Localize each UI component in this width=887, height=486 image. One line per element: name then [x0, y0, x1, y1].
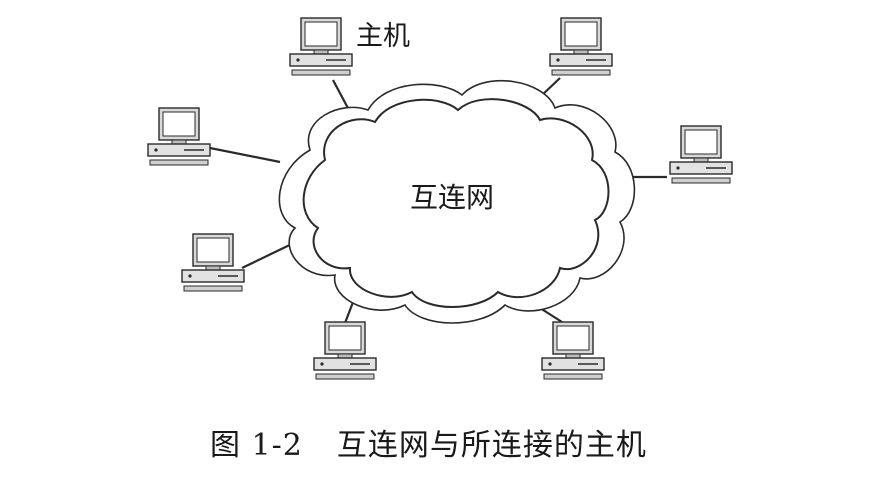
figure-number: 图 1-2: [210, 428, 303, 463]
host-computer: [549, 17, 613, 76]
host-computer: [147, 107, 211, 166]
host-computer: [181, 233, 245, 292]
figure-caption-text: 互连网与所连接的主机: [336, 428, 647, 463]
host-computer: [669, 125, 733, 184]
computer-icon: [541, 321, 605, 380]
computer-icon: [147, 107, 211, 166]
host-computer: [541, 321, 605, 380]
cloud-main-outline: [302, 98, 610, 308]
host-computer: [289, 17, 353, 76]
computer-icon: [289, 17, 353, 76]
figure-caption: 图 1-2 互连网与所连接的主机: [210, 420, 647, 464]
link-top-left-host: [332, 79, 351, 113]
host-label: 主机: [356, 21, 410, 52]
computer-icon: [549, 17, 613, 76]
computer-icon: [181, 233, 245, 292]
host-computer: [313, 321, 377, 380]
cloud-label: 互连网: [410, 181, 495, 214]
computer-icon: [669, 125, 733, 184]
link-bottom-right-host: [539, 307, 563, 323]
internet-cloud: [278, 79, 636, 324]
link-left-host: [209, 146, 281, 164]
computer-icon: [313, 321, 377, 380]
